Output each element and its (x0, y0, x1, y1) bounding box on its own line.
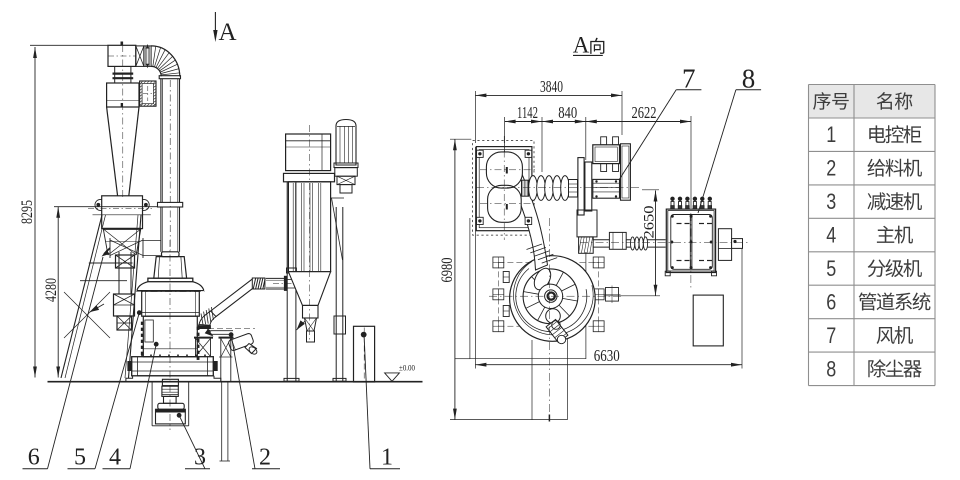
svg-text:2622: 2622 (632, 103, 657, 122)
svg-text:6: 6 (826, 289, 836, 314)
svg-text:2: 2 (826, 156, 836, 181)
svg-text:±0.00: ±0.00 (399, 362, 415, 372)
svg-text:7: 7 (826, 323, 836, 348)
svg-text:A: A (573, 33, 590, 58)
svg-text:7: 7 (682, 64, 696, 94)
svg-text:2: 2 (259, 445, 271, 471)
svg-text:1: 1 (826, 122, 836, 147)
svg-text:6980: 6980 (439, 258, 456, 283)
svg-text:3: 3 (826, 189, 836, 214)
svg-text:6630: 6630 (594, 346, 620, 365)
svg-text:1142: 1142 (517, 103, 538, 122)
svg-text:8295: 8295 (19, 200, 36, 224)
svg-text:3840: 3840 (540, 77, 563, 96)
svg-text:8: 8 (742, 64, 756, 94)
svg-text:5: 5 (826, 256, 836, 281)
svg-text:4: 4 (826, 223, 836, 248)
svg-text:1: 1 (381, 445, 393, 471)
svg-text:A: A (218, 19, 236, 46)
svg-text:5: 5 (74, 445, 86, 471)
svg-text:6: 6 (28, 445, 40, 471)
svg-text:840: 840 (558, 103, 577, 122)
svg-text:4: 4 (109, 445, 121, 471)
svg-text:2650: 2650 (642, 206, 658, 239)
svg-text:8: 8 (826, 356, 836, 381)
svg-text:4280: 4280 (43, 278, 60, 302)
